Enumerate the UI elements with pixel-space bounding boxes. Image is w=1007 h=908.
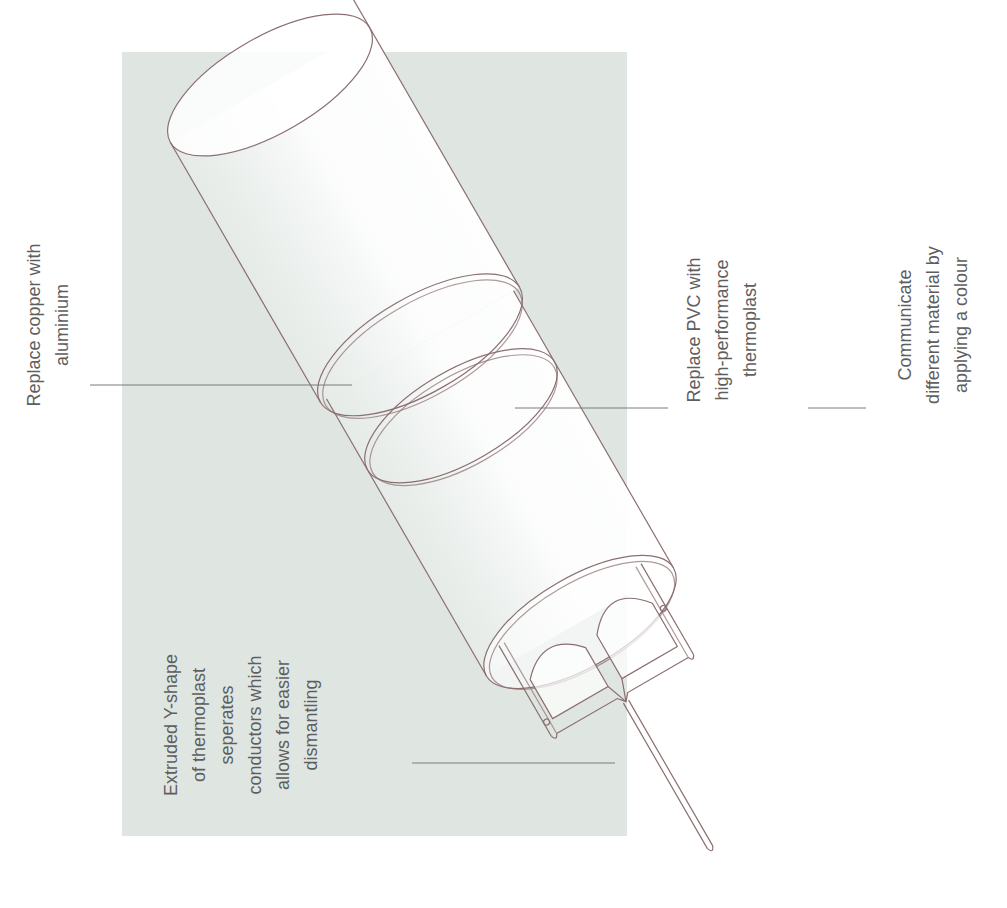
jacket-ring <box>296 246 543 444</box>
jacket-ring <box>302 252 543 445</box>
leader-line <box>515 408 668 409</box>
core-rivet <box>659 604 667 612</box>
annotation-text: Extruded Y-shape of thermoplast seperate… <box>157 650 325 800</box>
conductor-half <box>521 632 608 718</box>
jacket-edge <box>350 0 520 287</box>
cable-body <box>146 0 811 908</box>
leader-line <box>808 408 866 409</box>
conductor-half <box>587 586 677 679</box>
core-edge <box>551 734 558 740</box>
leader-line <box>412 763 615 764</box>
y-separator <box>557 658 692 740</box>
insulation-edge <box>514 291 674 568</box>
leader-line <box>90 385 352 386</box>
annotation-text: Replace copper with aluminium <box>20 240 76 410</box>
insulation-ring <box>344 322 577 510</box>
core-rivet <box>542 718 550 726</box>
jacket-end <box>146 0 393 184</box>
insulation-ring <box>350 329 577 512</box>
y-separator-fin <box>623 700 714 852</box>
insulation-edge <box>326 399 486 676</box>
jacket-edge <box>170 143 320 403</box>
annotation-text: Replace PVC with high-performance thermo… <box>680 254 764 406</box>
annotation-text: Communicate different material by applyi… <box>891 242 975 408</box>
core-edge <box>688 655 695 661</box>
